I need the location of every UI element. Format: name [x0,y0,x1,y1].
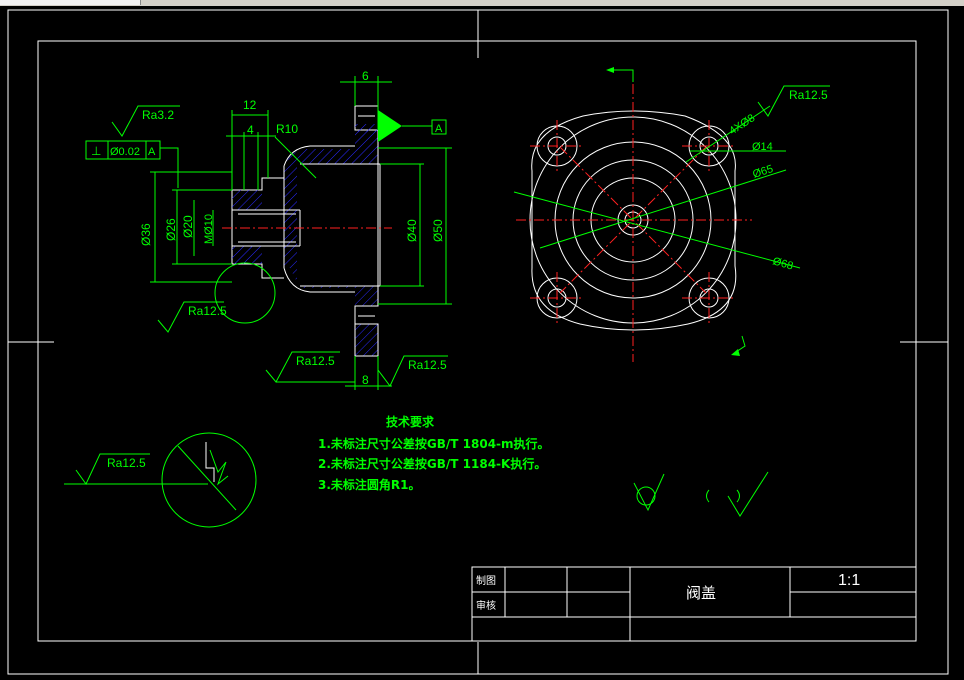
dim-d26: Ø26 [164,218,178,241]
end-view [516,84,752,362]
title-row1-label: 制图 [476,574,496,587]
window-tab[interactable] [0,0,141,5]
notes-item-1: 1.未标注尺寸公差按GB/T 1804-m执行。 [318,436,550,451]
detail-view: Ra12.5 [64,432,257,528]
notes-item-2: 2.未标注尺寸公差按GB/T 1184-K执行。 [318,456,546,471]
datum-a-label: A [435,123,443,135]
roughness-ra125-left: Ra12.5 [188,304,227,318]
title-block: 制图 审核 阀盖 1:1 [471,566,917,642]
title-row2-label: 审核 [476,599,496,612]
roughness-ra125-bottom: Ra12.5 [296,354,335,368]
end-view-dimensions: Ra12.5 4XØ8 Ø14 Ø65 Ø68 [513,67,830,356]
finish-symbols [633,471,769,517]
dim-6: 6 [362,69,369,83]
cad-drawing-canvas[interactable]: 6 12 4 R10 Ø36 Ø26 Ø20 MØ10 Ø40 Ø50 [0,6,964,680]
roughness-ra32: Ra3.2 [142,108,174,122]
roughness-ra125-right: Ra12.5 [408,358,447,372]
dim-d50: Ø50 [431,219,445,242]
tolerance-value: Ø0.02 [110,146,140,158]
window-top-bar [0,0,964,6]
dim-d40: Ø40 [405,219,419,242]
dim-d36: Ø36 [139,223,153,246]
scale: 1:1 [838,572,860,589]
dim-4: 4 [247,123,254,137]
part-name: 阀盖 [686,585,716,602]
tolerance-symbol: ⊥ [91,144,101,158]
tolerance-datum: A [148,146,156,158]
roughness-ra125-endview: Ra12.5 [789,88,828,102]
dim-8: 8 [362,373,369,387]
dim-d14: Ø14 [752,141,773,153]
dim-m10: MØ10 [203,214,215,244]
notes-title: 技术要求 [386,414,435,429]
notes-item-3: 3.未标注圆角R1。 [318,477,421,492]
section-view [222,105,392,357]
dim-r10: R10 [276,122,298,136]
dim-holes: 4XØ8 [727,112,757,137]
dim-12: 12 [243,98,257,112]
technical-notes: 技术要求 1.未标注尺寸公差按GB/T 1804-m执行。 2.未标注尺寸公差按… [318,414,550,492]
roughness-ra125-detail: Ra12.5 [107,456,146,470]
dim-d68: Ø68 [771,255,794,272]
section-dimensions: 6 12 4 R10 Ø36 Ø26 Ø20 MØ10 Ø40 Ø50 [85,69,452,390]
dim-d65: Ø65 [751,163,774,181]
dim-d20: Ø20 [181,215,195,238]
